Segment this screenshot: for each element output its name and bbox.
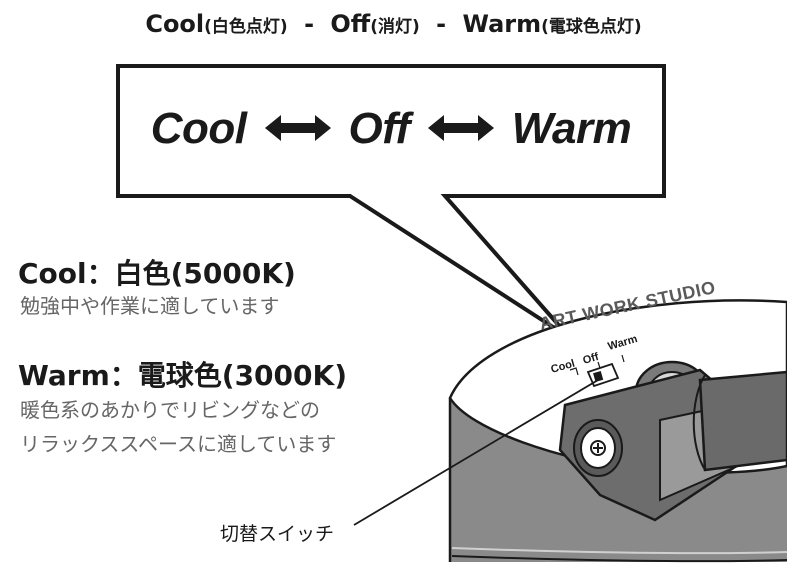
title-cool-sub: (白色点灯) (204, 17, 288, 37)
bubble-cool: Cool (150, 104, 247, 153)
cool-heading: Cool：白色(5000K) (18, 257, 296, 290)
title-warm: Warm (462, 10, 542, 38)
switch-callout-label: 切替スイッチ (220, 523, 335, 545)
switch-label-off: Off (582, 351, 601, 367)
title-separator-1: - (304, 10, 315, 38)
bubble-off: Off (348, 104, 411, 153)
title-off: Off (330, 10, 371, 38)
bubble-text: Cool Off Warm (118, 104, 664, 156)
cool-description: 勉強中や作業に適しています (20, 294, 280, 318)
bubble-warm: Warm (511, 104, 632, 153)
warm-heading: Warm：電球色(3000K) (18, 359, 347, 392)
title-warm-sub: (電球色点灯) (541, 17, 642, 37)
warm-description-line2: リラックススペースに適しています (20, 432, 337, 456)
title-separator-2: - (436, 10, 447, 38)
page-title: Cool(白色点灯) - Off(消灯) - Warm(電球色点灯) (0, 10, 787, 38)
double-arrow-icon-2 (427, 102, 494, 152)
title-off-sub: (消灯) (370, 17, 420, 37)
title-cool: Cool (145, 10, 205, 38)
warm-description-line1: 暖色系のあかりでリビングなどの (20, 398, 320, 422)
switch-leader-line (353, 379, 599, 526)
speech-bubble (116, 64, 666, 340)
double-arrow-icon (264, 102, 331, 152)
hinge-bracket (558, 360, 787, 522)
